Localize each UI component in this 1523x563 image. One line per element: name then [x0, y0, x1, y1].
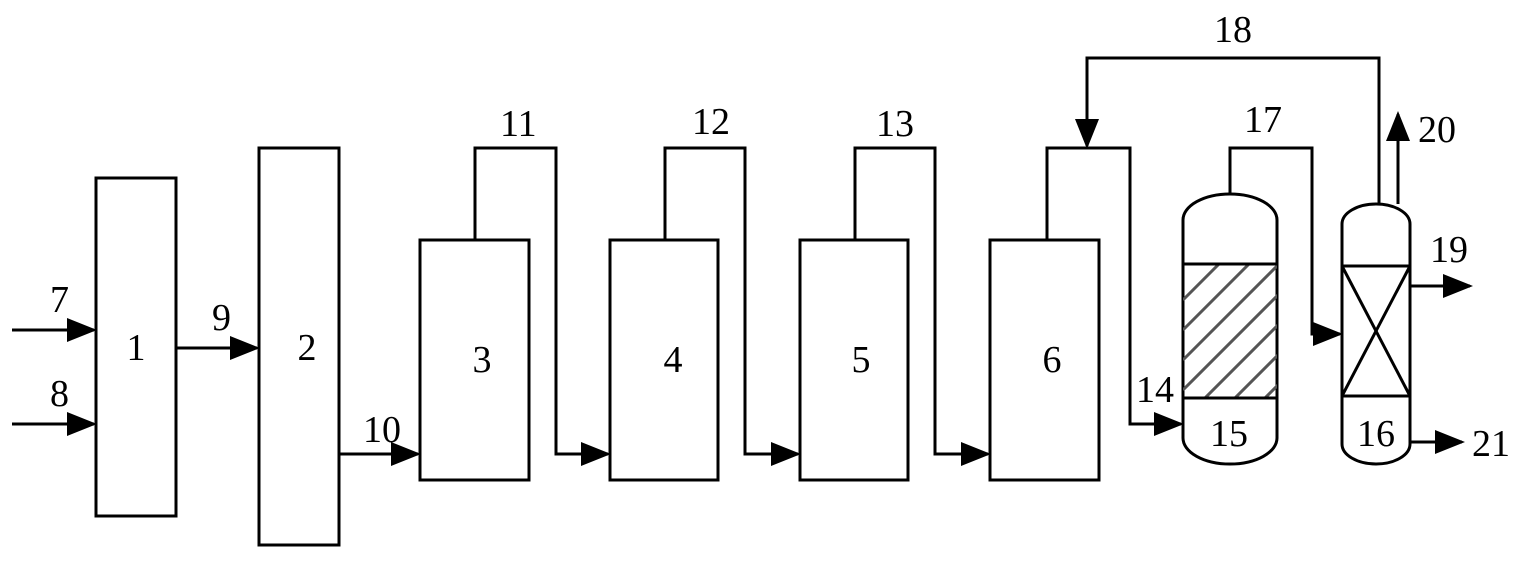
stream-13-label: 13 — [876, 103, 914, 145]
unit-6-box — [988, 238, 1101, 482]
stream-9-label: 9 — [212, 297, 231, 339]
stream-7-label: 7 — [50, 279, 69, 321]
unit-5-box — [798, 238, 910, 482]
stream-10-label: 10 — [363, 409, 401, 451]
stream-14-label: 14 — [1136, 369, 1174, 411]
vessel-15 — [1181, 192, 1279, 466]
stream-13-line — [853, 146, 991, 466]
stream-18-label: 18 — [1214, 9, 1252, 51]
stream-12-line — [663, 146, 801, 466]
stream-12-label: 12 — [692, 101, 730, 143]
stream-17-line — [1228, 146, 1343, 346]
stream-20-label: 20 — [1418, 109, 1456, 151]
stream-19-label: 19 — [1430, 229, 1468, 271]
unit-4-label: 4 — [664, 339, 683, 381]
stream-8-label: 8 — [50, 373, 69, 415]
stream-21-label: 21 — [1472, 423, 1510, 465]
unit-5-label: 5 — [852, 339, 871, 381]
catalyst-bed-hatching — [1183, 264, 1277, 398]
stream-18-line — [1075, 56, 1381, 204]
stream-11-line — [473, 146, 611, 466]
unit-6-label: 6 — [1043, 339, 1062, 381]
unit-2-box — [257, 146, 341, 547]
unit-1-label: 1 — [127, 327, 146, 369]
unit-1-box — [94, 176, 178, 518]
unit-4-box — [608, 238, 720, 482]
vessel-16 — [1340, 202, 1412, 466]
stream-17-label: 17 — [1244, 99, 1282, 141]
stream-11-label: 11 — [500, 103, 537, 145]
stream-14-line — [1045, 146, 1184, 436]
unit-3-label: 3 — [473, 339, 492, 381]
vessel-15-label: 15 — [1210, 413, 1248, 455]
vessel-16-label: 16 — [1357, 413, 1395, 455]
unit-2-label: 2 — [298, 327, 317, 369]
